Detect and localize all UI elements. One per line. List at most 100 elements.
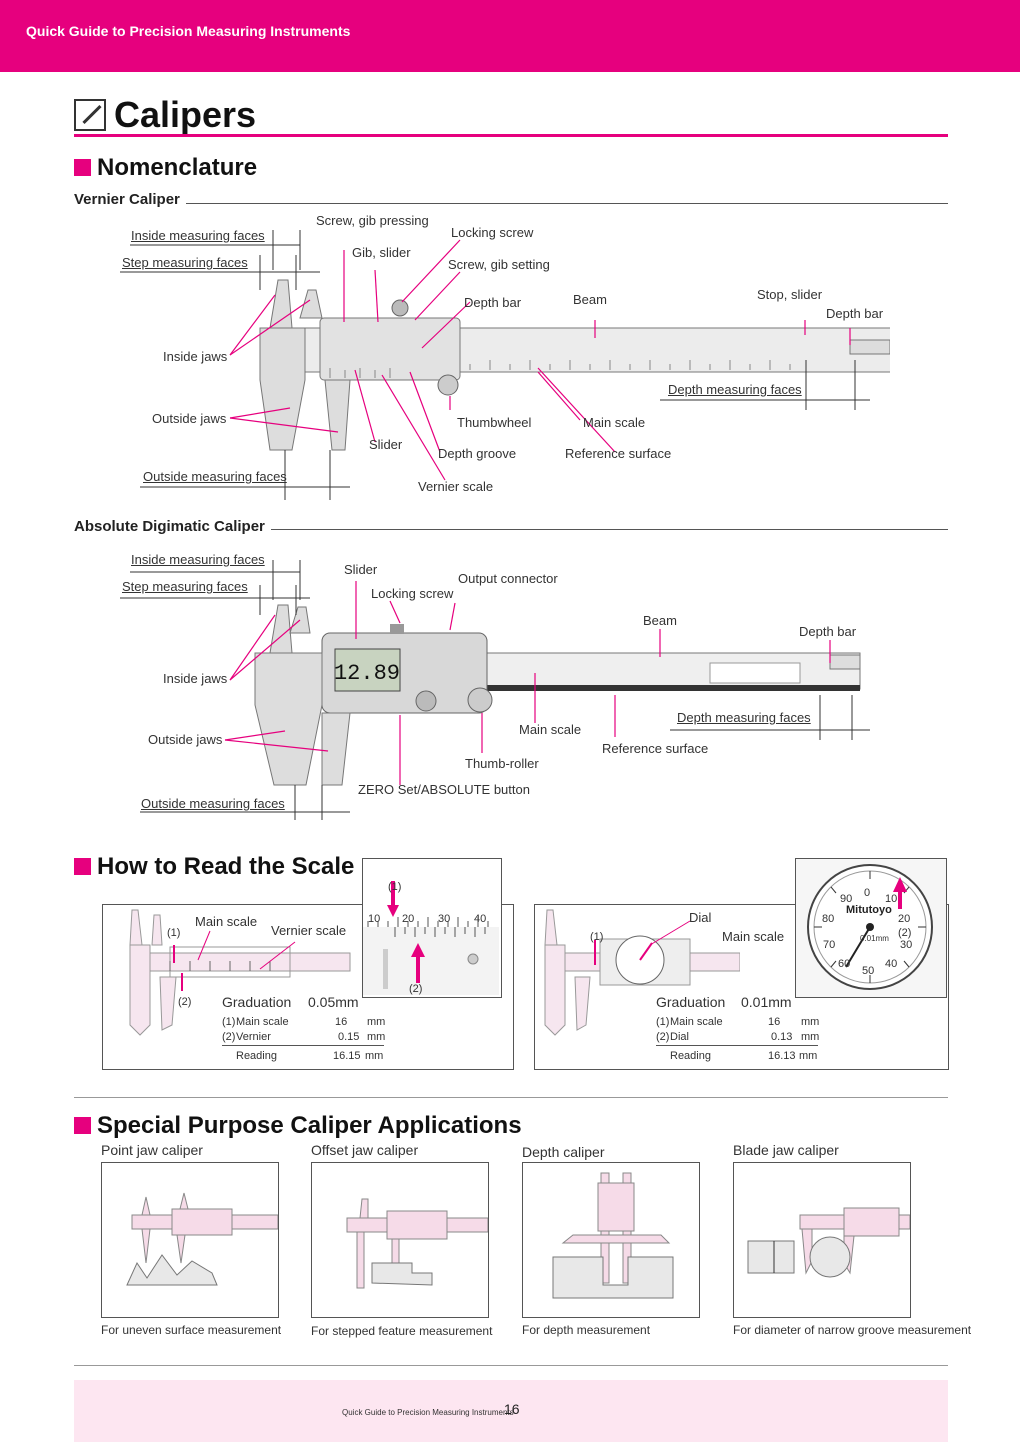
dial-row2-name: Dial	[670, 1031, 689, 1043]
label-outside-measuring-faces: Outside measuring faces	[143, 469, 287, 484]
origin-button	[415, 690, 437, 712]
dial-label: Dial	[689, 910, 712, 925]
page-number: 16	[504, 1401, 520, 1417]
dg-label-zero-set: ZERO Set/ABSOLUTE button	[358, 782, 530, 797]
read-scale-heading: How to Read the Scale	[74, 853, 354, 881]
label-gib-slider: Gib, slider	[352, 245, 411, 260]
dg-label-main-scale: Main scale	[519, 722, 582, 737]
inside-jaw-fixed	[269, 279, 293, 329]
vs-reading-value: 16.15	[333, 1050, 361, 1062]
dg-label-inside-measuring-faces: Inside measuring faces	[131, 552, 265, 567]
footer-top-rule	[74, 1365, 948, 1366]
digimatic-rule	[74, 529, 948, 530]
label-step-measuring-faces: Step measuring faces	[122, 255, 248, 270]
vs-graduation-label: Graduation	[222, 994, 292, 1010]
vz-tick-40: 40	[474, 913, 487, 925]
dg-label-outside-jaws: Outside jaws	[148, 732, 223, 747]
vz-tick-30: 30	[438, 913, 451, 925]
dial-sum-rule	[656, 1045, 818, 1046]
special-title-2: Offset jaw caliper	[311, 1142, 419, 1158]
special-caption-2: For stepped feature measurement	[311, 1324, 493, 1338]
vs-row2-unit: mm	[367, 1031, 386, 1043]
special-caption-1: For uneven surface measurement	[101, 1323, 282, 1337]
dial-row1-idx: (1)	[656, 1016, 670, 1028]
dial-face	[807, 864, 933, 990]
vs-marker-2: (2)	[178, 996, 192, 1008]
header-title: Quick Guide to Precision Measuring Instr…	[26, 23, 351, 39]
footer-title: Quick Guide to Precision Measuring Instr…	[342, 1408, 514, 1417]
dial-caliper-illustration	[544, 909, 740, 1036]
label-screw-gib-pressing: Screw, gib pressing	[316, 213, 429, 228]
dial-num-20: 20	[898, 913, 911, 925]
footer: Quick Guide to Precision Measuring Instr…	[74, 1380, 948, 1442]
locking-screw-knob-2	[390, 624, 404, 634]
square-bullet-icon	[74, 858, 91, 875]
dial-brand: Mitutoyo	[846, 904, 892, 916]
dial-num-90: 90	[840, 893, 853, 905]
vz-marker-2: (2)	[409, 983, 423, 995]
dial-unit: 0.01mm	[860, 934, 889, 943]
vs-sum-rule	[222, 1045, 384, 1046]
dial-num-10: 10	[885, 893, 898, 905]
dg-label-output-connector: Output connector	[458, 571, 558, 586]
vernier-caliper-diagram	[120, 230, 890, 500]
label-outside-jaws: Outside jaws	[152, 411, 227, 426]
page-title-text: Calipers	[114, 94, 257, 135]
label-vernier-scale: Vernier scale	[418, 479, 494, 494]
vs-main-scale-label: Main scale	[195, 914, 258, 929]
pencil-icon	[74, 99, 106, 131]
inside-jaw-moving	[299, 289, 323, 319]
vs-row1-unit: mm	[367, 1016, 386, 1028]
vs-row1-value: 16	[335, 1016, 348, 1028]
vernier-slider	[319, 317, 461, 381]
label-depth-bar-top: Depth bar	[464, 295, 522, 310]
dg-label-inside-jaws: Inside jaws	[163, 671, 228, 686]
label-depth-bar-right: Depth bar	[826, 306, 884, 321]
label-inside-jaws: Inside jaws	[163, 349, 228, 364]
point-jaw-panel	[101, 1162, 279, 1318]
label-depth-measuring-faces: Depth measuring faces	[668, 382, 802, 397]
outside-jaw-fixed	[259, 327, 306, 451]
dial-num-40: 40	[885, 958, 898, 970]
special-caption-3: For depth measurement	[522, 1323, 651, 1337]
digimatic-moving-jaw	[321, 712, 351, 786]
vernier-heading: Vernier Caliper	[74, 191, 186, 208]
digimatic-caliper-diagram: 12.89	[120, 560, 870, 820]
vs-vernier-scale-label: Vernier scale	[271, 923, 347, 938]
special-caption-4: For diameter of narrow groove measuremen…	[733, 1323, 972, 1337]
special-title-4: Blade jaw caliper	[733, 1142, 839, 1158]
dg-label-depth-measuring-faces: Depth measuring faces	[677, 710, 811, 725]
lcd-value: 12.89	[334, 661, 400, 686]
thumb-roller	[467, 687, 493, 713]
offset-jaw-panel	[311, 1162, 489, 1318]
special-title-3: Depth caliper	[522, 1144, 605, 1160]
depth-caliper-illustration	[552, 1172, 674, 1299]
dial-num-70: 70	[823, 939, 836, 951]
thumbwheel	[437, 374, 459, 396]
nomenclature-heading-text: Nomenclature	[97, 154, 258, 181]
vs-row1-idx: (1)	[222, 1016, 236, 1028]
dial-row2-idx: (2)	[656, 1031, 670, 1043]
dg-label-slider: Slider	[344, 562, 378, 577]
dial-num-80: 80	[822, 913, 835, 925]
header-bar: Quick Guide to Precision Measuring Instr…	[0, 0, 1020, 72]
label-stop-slider: Stop, slider	[757, 287, 823, 302]
dial-row1-name: Main scale	[670, 1016, 723, 1028]
dial-row2-unit: mm	[801, 1031, 820, 1043]
label-depth-groove: Depth groove	[438, 446, 517, 461]
dial-num-60: 60	[838, 958, 851, 970]
lcd-display	[334, 648, 401, 692]
vs-row1-name: Main scale	[236, 1016, 289, 1028]
dial-graduation-value: 0.01mm	[741, 994, 792, 1010]
label-screw-gib-setting: Screw, gib setting	[448, 257, 550, 272]
vs-row2-value: 0.15	[338, 1031, 360, 1043]
point-jaw-illustration	[126, 1192, 279, 1286]
dial-row1-unit: mm	[801, 1016, 820, 1028]
dg-label-thumb-roller: Thumb-roller	[465, 756, 539, 771]
dial-reading-value: 16.13	[768, 1050, 796, 1062]
dial-marker-1: (1)	[590, 931, 604, 943]
label-inside-measuring-faces: Inside measuring faces	[131, 228, 265, 243]
dial-reading-unit: mm	[799, 1050, 818, 1062]
vs-graduation-value: 0.05mm	[308, 994, 359, 1010]
vernier-rule	[74, 203, 948, 204]
